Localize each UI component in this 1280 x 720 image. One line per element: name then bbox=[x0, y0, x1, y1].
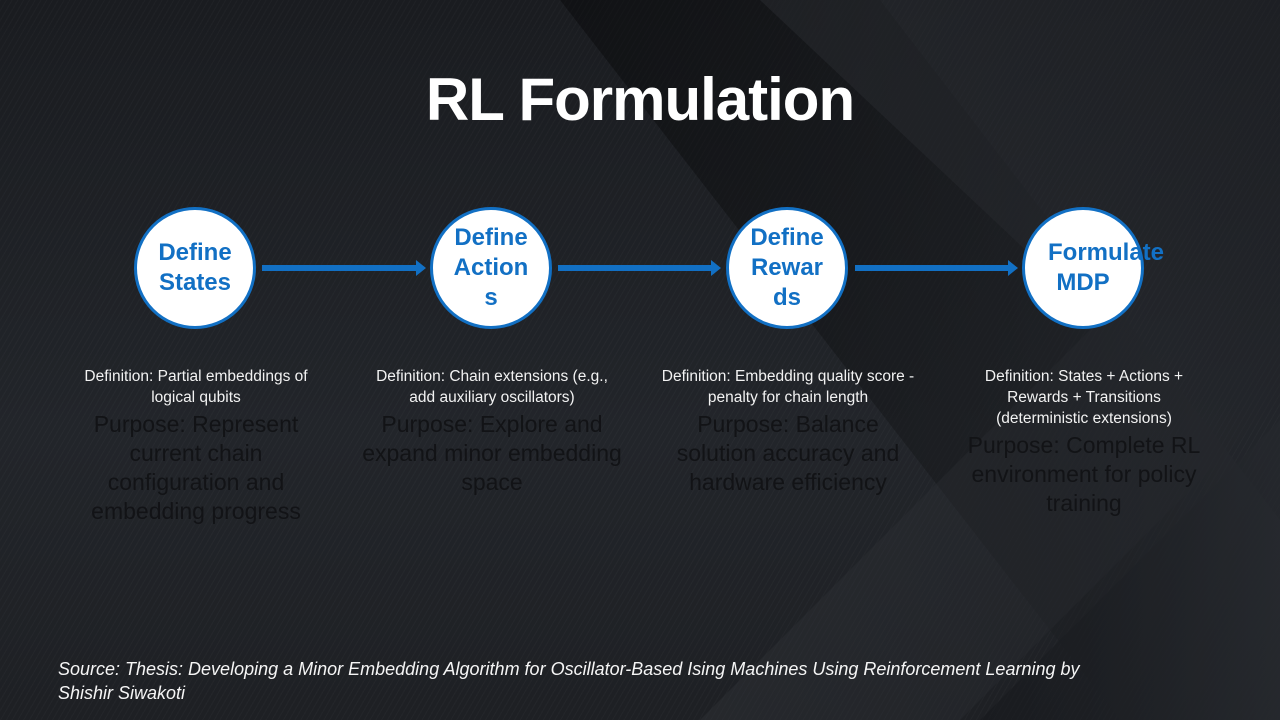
step-node-define-states: Define States bbox=[134, 207, 256, 329]
step-purpose: Purpose: Explore and expand minor embedd… bbox=[362, 411, 622, 495]
step-definition: Definition: States + Actions + Rewards +… bbox=[984, 368, 1184, 427]
slide-title: RL Formulation bbox=[425, 66, 855, 133]
step-description-actions: Definition: Chain extensions (e.g., add … bbox=[362, 366, 622, 497]
step-description-mdp: Definition: States + Actions + Rewards +… bbox=[954, 366, 1214, 518]
arrow-connector bbox=[855, 260, 1018, 276]
step-purpose: Purpose: Complete RL environment for pol… bbox=[967, 432, 1201, 516]
step-label: Define Rewards bbox=[750, 224, 824, 311]
step-description-rewards: Definition: Embedding quality score - pe… bbox=[658, 366, 918, 497]
step-purpose: Purpose: Represent current chain configu… bbox=[91, 411, 301, 524]
step-description-states: Definition: Partial embeddings of logica… bbox=[66, 366, 326, 526]
step-label: Formulate MDP bbox=[1048, 239, 1165, 296]
step-label: Define States bbox=[158, 239, 232, 296]
background-diagonal-band bbox=[700, 0, 1280, 720]
step-purpose: Purpose: Balance solution accuracy and h… bbox=[676, 411, 900, 495]
step-node-define-rewards: Define Rewards bbox=[726, 207, 848, 329]
step-definition: Definition: Partial embeddings of logica… bbox=[84, 368, 308, 406]
arrow-connector bbox=[262, 260, 426, 276]
step-label: Define Actions bbox=[453, 224, 529, 311]
step-definition: Definition: Chain extensions (e.g., add … bbox=[376, 368, 608, 406]
source-citation: Source: Thesis: Developing a Minor Embed… bbox=[58, 659, 1080, 703]
step-node-formulate-mdp: Formulate MDP bbox=[1022, 207, 1165, 329]
arrow-connector bbox=[558, 260, 721, 276]
step-definition: Definition: Embedding quality score - pe… bbox=[661, 368, 915, 406]
step-node-define-actions: Define Actions bbox=[430, 207, 552, 329]
background-diagonal-band bbox=[980, 420, 1280, 720]
